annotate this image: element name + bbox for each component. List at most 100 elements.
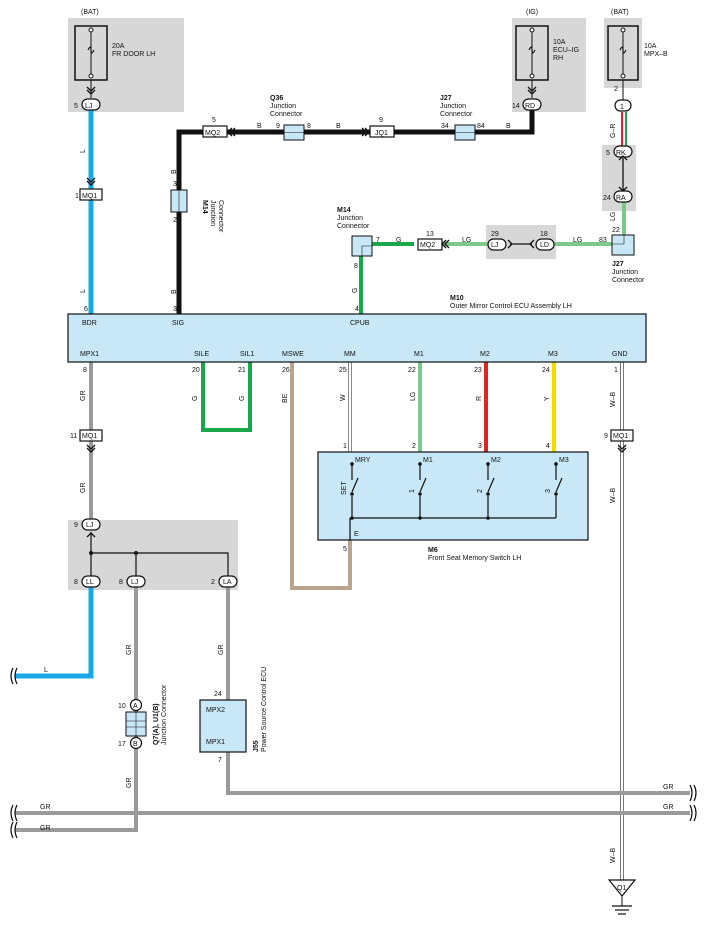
wire-label-gr-lj: GR [126, 645, 133, 656]
wire-label-b5: B [171, 289, 178, 294]
wire-label-b3: B [506, 123, 511, 130]
q36-code: Q36 [270, 95, 283, 102]
m14-left-code: M14 [201, 200, 208, 214]
q7-label-b: B [133, 741, 138, 748]
wire-label-b2: B [336, 123, 341, 130]
switch-pin-3: 3 [478, 443, 482, 450]
ecu-term-bdr: BDR [82, 320, 97, 327]
j55-name: Power Source Control ECU [261, 667, 268, 752]
ecu-term-sil1: SIL1 [240, 351, 255, 358]
ecu-term-m3: M3 [548, 351, 558, 358]
switch-dots [350, 462, 558, 520]
conn-one: 1 [620, 104, 624, 111]
j55-mpx2: MPX2 [206, 707, 225, 714]
ecu-pin-mm: 25 [339, 367, 347, 374]
q7-pin-a: 10 [118, 703, 126, 710]
q36-line1: Junction [270, 103, 296, 110]
conn-ra: RA [616, 195, 626, 202]
fuse-mpx-b [607, 25, 639, 81]
ecu-top-pin-cpub: 4 [355, 306, 359, 313]
wire-label-b4: B [171, 169, 178, 174]
ecu-term-sile: SILE [194, 351, 210, 358]
fuse-box-ecu-ig-shade [512, 18, 586, 112]
conn-rd: RD [525, 103, 535, 110]
j27-right-pin-t: 22 [612, 227, 620, 234]
j27-right-line2: Connector [612, 277, 645, 284]
ground-label: Q1 [617, 885, 626, 892]
m14-mid-pin-b: 8 [354, 263, 358, 270]
ecu-term-m2: M2 [480, 351, 490, 358]
switch-term-m1: M1 [423, 457, 433, 464]
wire-beige-mswe [290, 362, 352, 590]
j55-pin7: 7 [218, 757, 222, 764]
j55-pin24: 24 [214, 691, 222, 698]
q36-pin-r: 8 [307, 123, 311, 130]
ecu-term-sig: SIG [172, 320, 184, 327]
wire-label-gr-stripe: G–R [610, 124, 617, 138]
m14-mid-line1: Junction [337, 215, 363, 222]
j27-top-pin-l: 34 [441, 123, 449, 130]
fuse-mpx-b-rating: 10A [644, 43, 657, 50]
wire-label-g-vert: G [352, 288, 359, 293]
m14-left-line1: Junction [209, 200, 216, 226]
wire-label-gr-right2: GR [663, 804, 674, 811]
q36-pin-l: 9 [276, 123, 280, 130]
conn-lj-top: LJ [85, 103, 92, 110]
conn-lj-mid: LJ [491, 242, 498, 249]
pin-lj-low2: 8 [119, 579, 123, 586]
wire-label-lg2: LG [573, 237, 582, 244]
fuse-mpx-b-source: (BAT) [611, 9, 629, 16]
ecu-term-cpub: CPUB [350, 320, 370, 327]
wire-label-gr-left1: GR [40, 804, 51, 811]
fuse-ecu-ig-source: (IG) [526, 9, 538, 16]
j55-mpx1: MPX1 [206, 739, 225, 746]
wire-label-be: BE [282, 393, 289, 403]
junction-m14-left [170, 189, 188, 213]
fuse-ecu-ig-name2: RH [553, 55, 563, 62]
conn-mq2-mid: MQ2 [420, 242, 435, 249]
q36-line2: Connector [270, 111, 303, 118]
junction-q36 [283, 124, 305, 141]
conn-jq1: JQ1 [375, 130, 388, 137]
j27-right-pin-l: 83 [599, 237, 607, 244]
switch-m6 [317, 451, 589, 541]
wire-gray-lj-down [15, 585, 138, 832]
ecu-top-pin-bdr: 6 [84, 306, 88, 313]
switch-term-mry: MRY [355, 457, 371, 464]
wire-label-lg-m1: LG [410, 392, 417, 401]
m14-mid-pin-r: 7 [376, 237, 380, 244]
pin-mq2-top: 5 [212, 117, 216, 124]
conn-ll: LL [86, 579, 94, 586]
ecu-term-mm: MM [344, 351, 356, 358]
conn-mq1-left: MQ1 [82, 433, 97, 440]
pin-mq2-mid: 13 [426, 231, 434, 238]
wire-gray-j55-out [226, 752, 690, 795]
switch-e-label: E [354, 531, 359, 538]
wire-label-gr-right1: GR [663, 784, 674, 791]
m14-left-line2: Connector [217, 200, 224, 233]
m14-mid-code: M14 [337, 207, 351, 214]
ecu-pin-gnd: 1 [614, 367, 618, 374]
break-marks [10, 667, 697, 839]
conn-rk: RK [616, 150, 626, 157]
wire-label-gr-q7: GR [126, 778, 133, 789]
pin-lj-low: 9 [74, 522, 78, 529]
m14-left-pin-t: 3 [173, 181, 177, 188]
pin-ll: 8 [74, 579, 78, 586]
q7-code: Q7(A), U1(B) [153, 703, 160, 745]
wire-label-g-sil1: G [239, 396, 246, 401]
pin-jq1: 9 [379, 117, 383, 124]
ecu-pin-m2: 23 [474, 367, 482, 374]
wire-label-gr1: GR [80, 391, 87, 402]
wire-label-l-bottom: L [44, 667, 48, 674]
switch-btn-1: 1 [409, 489, 416, 493]
pin-lj-top: 5 [74, 103, 78, 110]
fuse-ecu-ig-rating: 10A [553, 39, 566, 46]
j27-top-line2: Connector [440, 111, 473, 118]
wire-green-sil-loop [201, 362, 252, 432]
pin-lj-mid: 29 [491, 231, 499, 238]
fuse-fr-door-source: (BAT) [81, 9, 99, 16]
junction-node-dots [89, 551, 138, 555]
ecu-pin-mpx1: 8 [83, 367, 87, 374]
